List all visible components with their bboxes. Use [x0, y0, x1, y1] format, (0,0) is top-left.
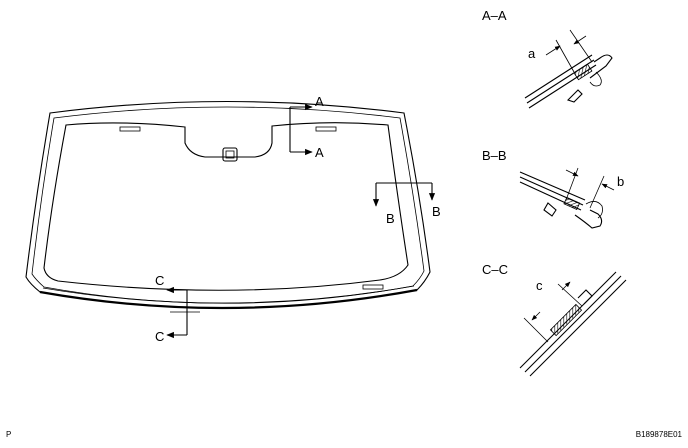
detail-aa-dim-label: a — [528, 46, 536, 61]
ceramic-band-inner-edge — [43, 122, 409, 291]
detail-aa-adhesive — [573, 63, 593, 81]
detail-cc-title: C–C — [482, 262, 508, 277]
section-b-cut: B B — [372, 182, 441, 226]
mirror-mount — [222, 147, 238, 162]
detail-bb: B–B b — [482, 148, 624, 229]
detail-bb-ext-2 — [589, 175, 605, 209]
detail-cc-stopper — [577, 289, 593, 305]
section-a-label-top: A — [315, 94, 324, 109]
detail-aa-ext-1 — [555, 39, 575, 73]
windshield-bottom-edge — [39, 288, 418, 310]
detail-bb-molding — [585, 201, 603, 219]
section-b-label-left: B — [386, 211, 395, 226]
mirror-mount-inner — [225, 150, 235, 159]
figure-id: B189878E01 — [636, 430, 683, 439]
detail-bb-dim-label: b — [617, 174, 624, 189]
windshield-outer-edge — [25, 100, 431, 309]
detail-aa-glass-1 — [524, 54, 593, 99]
detail-bb-dim-arrow-2 — [601, 183, 615, 191]
detail-cc-dim-arrow-2 — [561, 281, 571, 291]
detail-bb-adhesive — [563, 196, 581, 211]
detail-aa-molding — [589, 71, 602, 87]
section-c-label-bottom: C — [155, 329, 164, 344]
section-a-cut: A A — [289, 94, 324, 160]
detail-bb-ext-1 — [565, 167, 579, 201]
windshield-edge-inner-line — [31, 106, 425, 304]
section-b-label-right: B — [432, 204, 441, 219]
clip-right — [315, 126, 337, 132]
windshield-bottom-line — [42, 285, 415, 304]
detail-cc-ext-1 — [523, 317, 549, 343]
detail-aa-title: A–A — [482, 8, 507, 23]
footer-left-code: P — [6, 430, 11, 439]
detail-bb-dim-arrow-1 — [565, 169, 579, 177]
detail-aa: A–A a — [482, 8, 613, 109]
detail-cc-adhesive — [549, 303, 583, 337]
detail-cc-dim-label: c — [536, 278, 543, 293]
detail-cc-glass-3 — [529, 279, 627, 377]
stopper — [362, 284, 384, 290]
section-a-label-bottom: A — [315, 145, 324, 160]
detail-cc-ext-2 — [557, 283, 583, 307]
detail-bb-title: B–B — [482, 148, 507, 163]
detail-cc: C–C c — [482, 262, 627, 377]
clip-left — [119, 126, 141, 132]
detail-aa-body-panel — [566, 54, 613, 103]
detail-cc-dim-arrow-1 — [531, 311, 541, 321]
detail-bb-glass-1 — [519, 171, 586, 201]
detail-aa-dim-arrow-1 — [545, 45, 561, 56]
detail-aa-dim-arrow-2 — [573, 35, 587, 45]
detail-aa-ext-2 — [569, 29, 593, 63]
detail-cc-glass-2 — [524, 275, 622, 373]
section-c-label-top: C — [155, 273, 164, 288]
section-c-cut: C C — [155, 273, 188, 344]
windshield — [25, 100, 431, 313]
